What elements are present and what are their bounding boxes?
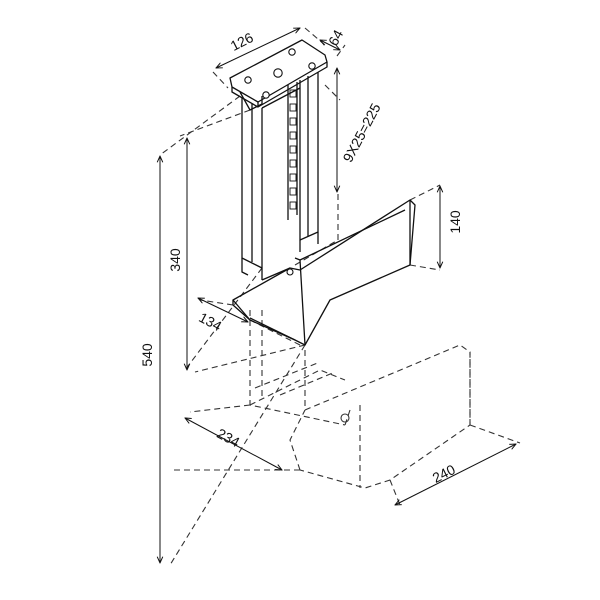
dim-bracket-depth: 134: [196, 309, 224, 334]
dim-total-height: 540: [139, 343, 155, 367]
telescopic-column: [241, 72, 319, 280]
top-mounting-plate: [229, 39, 328, 111]
dimension-arrows: [160, 28, 516, 563]
dim-top-depth: 64: [325, 27, 347, 48]
cpu-cradle: [232, 199, 416, 346]
dim-mid-height: 340: [167, 248, 183, 272]
dim-adjust-range: 9X25=225: [339, 100, 383, 164]
projection-lines: [159, 27, 521, 566]
adjustment-slots: [289, 89, 297, 210]
dim-max-length: 240: [430, 461, 458, 486]
dim-bracket-height: 140: [447, 210, 463, 234]
extended-position-outline: [249, 310, 471, 489]
dimension-labels: 126 64 9X25=225 140 340 540 134 234 240: [139, 27, 463, 486]
dim-top-width: 126: [228, 29, 256, 54]
